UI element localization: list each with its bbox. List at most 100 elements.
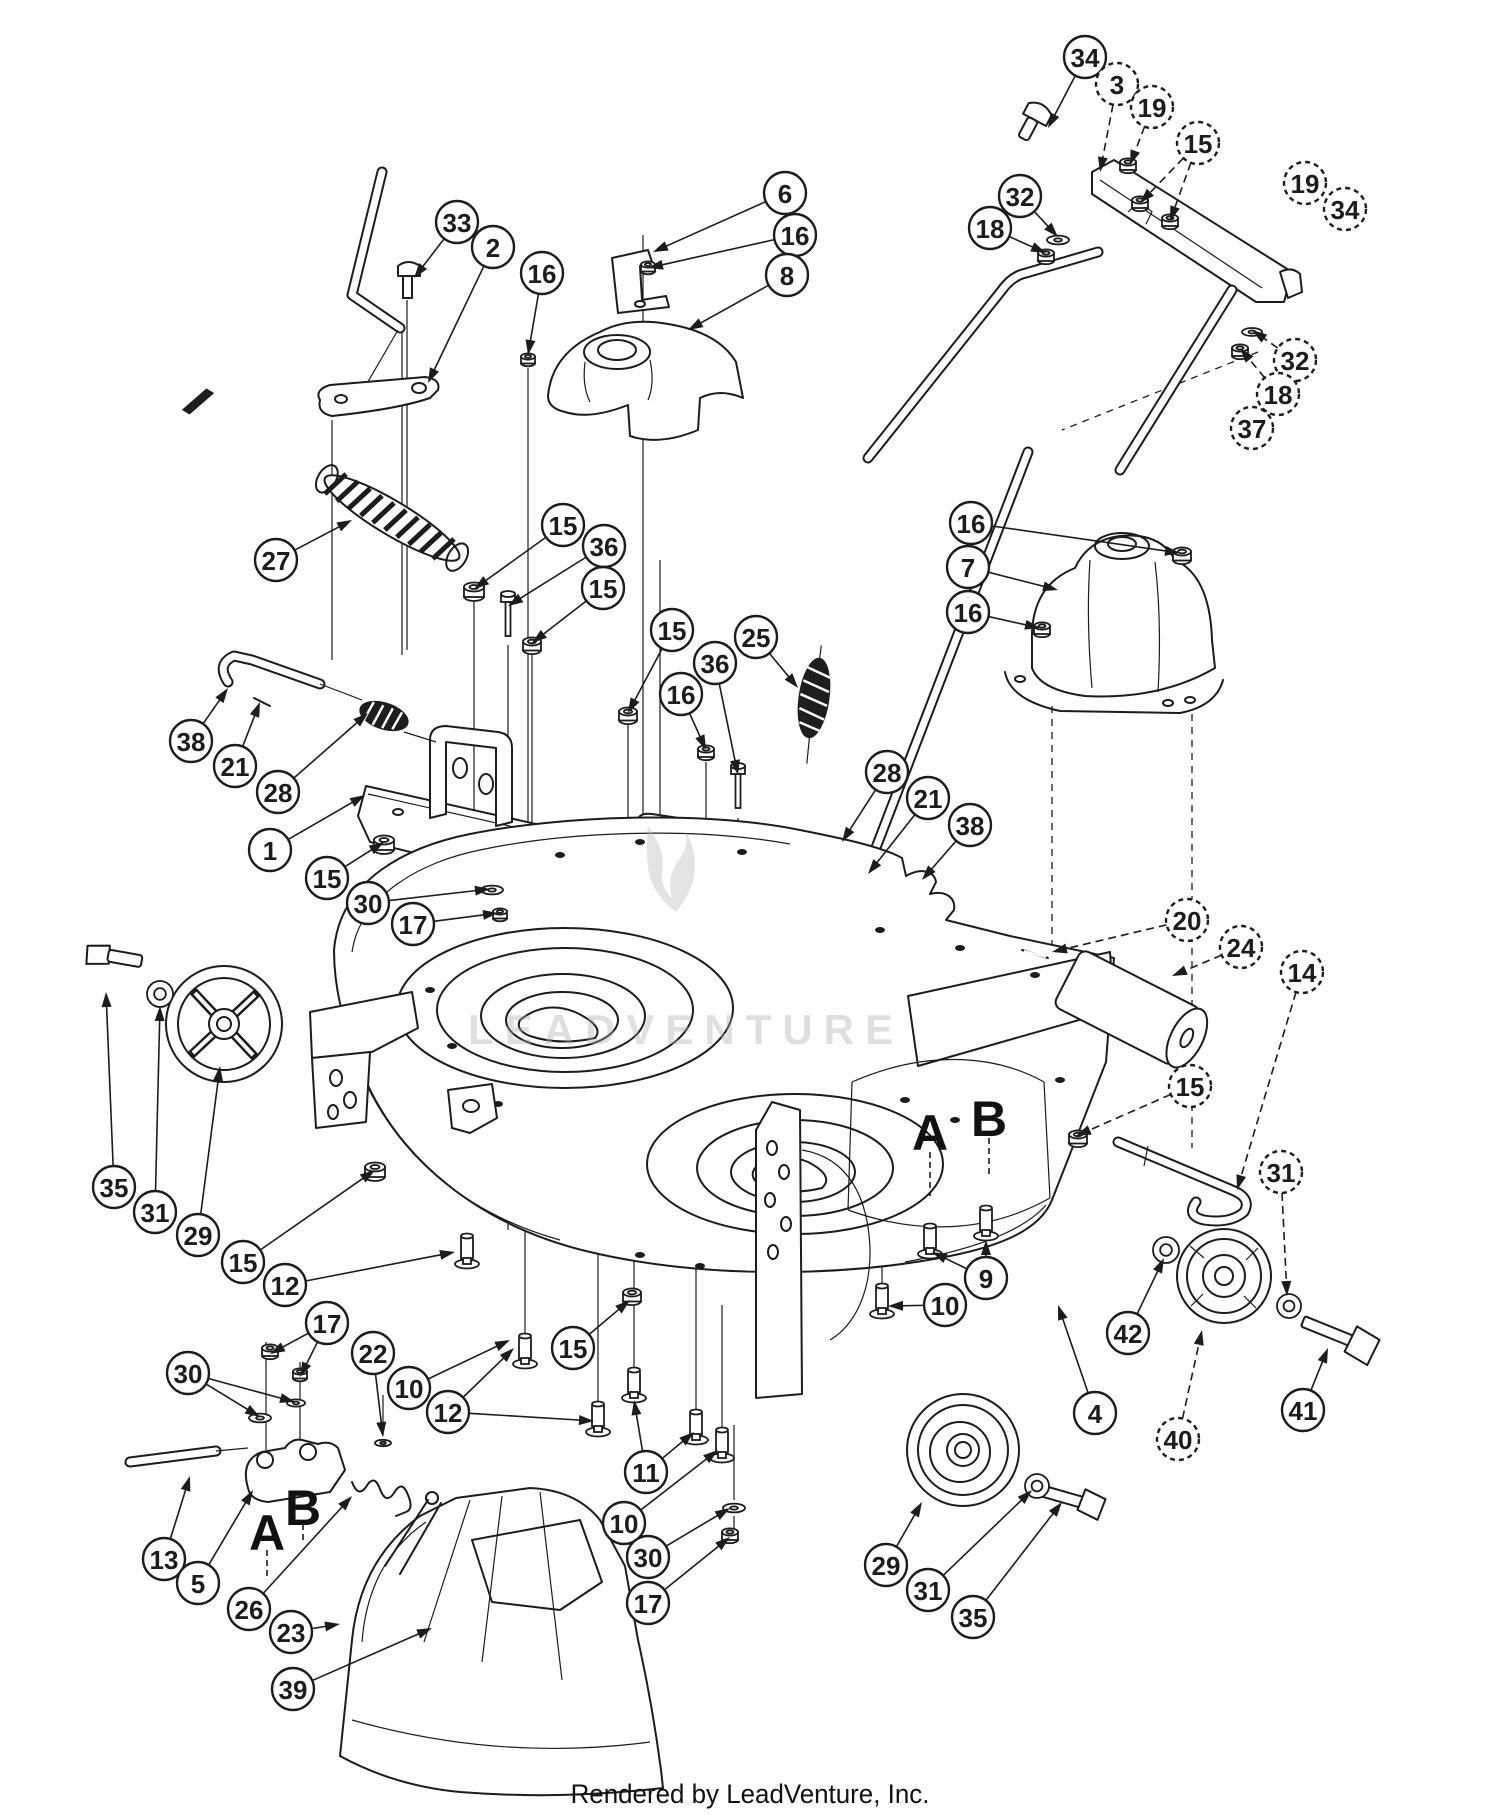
callout-30[interactable]: 30 [625,1534,671,1580]
callout-16[interactable]: 16 [772,212,818,258]
callout-31[interactable]: 31 [1258,1149,1304,1195]
callout-15[interactable]: 15 [540,502,586,548]
callout-15[interactable]: 15 [1175,120,1221,166]
callout-15[interactable]: 15 [304,855,350,901]
callout-16[interactable]: 16 [519,250,565,296]
callout-26[interactable]: 26 [226,1586,272,1632]
callout-17[interactable]: 17 [390,901,436,947]
svg-text:6: 6 [778,179,792,209]
boltv-glyph [621,1366,647,1404]
callout-19[interactable]: 19 [1129,84,1175,130]
callout-6[interactable]: 6 [762,170,808,216]
part-drawings [85,101,1381,1797]
callout-15[interactable]: 15 [550,1325,596,1371]
callout-8[interactable]: 8 [764,252,810,298]
callout-29[interactable]: 29 [175,1212,221,1258]
callout-40[interactable]: 40 [1155,1416,1201,1462]
callout-32[interactable]: 32 [997,173,1043,219]
callout-7[interactable]: 7 [945,544,991,590]
callout-5[interactable]: 5 [175,1560,221,1606]
callout-2[interactable]: 2 [470,224,516,270]
svg-text:31: 31 [914,1576,943,1606]
washer-glyph [722,1502,746,1514]
callout-28[interactable]: 28 [864,749,910,795]
callout-28[interactable]: 28 [255,769,301,815]
callout-14[interactable]: 14 [1279,949,1325,995]
callout-29[interactable]: 29 [863,1542,909,1588]
svg-text:25: 25 [742,623,771,653]
callout-24[interactable]: 24 [1218,924,1264,970]
svg-text:36: 36 [701,649,730,679]
callout-1[interactable]: 1 [247,827,293,873]
callout-30[interactable]: 30 [345,880,391,926]
callout-15[interactable]: 15 [580,565,626,611]
callout-38[interactable]: 38 [947,802,993,848]
callout-42[interactable]: 42 [1105,1310,1151,1356]
svg-text:18: 18 [1264,380,1293,410]
nut-glyph [1172,546,1192,566]
svg-text:35: 35 [100,1173,129,1203]
callout-16[interactable]: 16 [945,589,991,635]
spring-26 [351,1479,412,1517]
callout-15[interactable]: 15 [1167,1063,1213,1109]
callout-27[interactable]: 27 [253,537,299,583]
callout-15[interactable]: 15 [220,1239,266,1285]
callout-38[interactable]: 38 [168,718,214,764]
callout-41[interactable]: 41 [1280,1387,1326,1433]
callout-35[interactable]: 35 [91,1164,137,1210]
callout-12[interactable]: 12 [425,1389,471,1435]
callout-39[interactable]: 39 [270,1666,316,1712]
callout-12[interactable]: 12 [262,1262,308,1308]
callout-20[interactable]: 20 [1164,897,1210,943]
callout-17[interactable]: 17 [304,1300,350,1346]
section-letter-A: A [912,1105,948,1196]
callout-31[interactable]: 31 [905,1567,951,1613]
nut-glyph [1033,621,1051,639]
svg-text:15: 15 [589,574,618,604]
svg-text:30: 30 [634,1543,663,1573]
callout-13[interactable]: 13 [141,1536,187,1582]
handle-bail-tube [862,246,1238,476]
callout-15[interactable]: 15 [649,607,695,653]
callout-30[interactable]: 30 [165,1350,211,1396]
callout-34[interactable]: 34 [1062,34,1108,80]
callout-36[interactable]: 36 [692,640,738,686]
callout-4[interactable]: 4 [1072,1390,1118,1436]
callout-35[interactable]: 35 [950,1594,996,1640]
svg-text:28: 28 [264,778,293,808]
callout-10[interactable]: 10 [386,1365,432,1411]
callout-18[interactable]: 18 [1255,371,1301,417]
callout-25[interactable]: 25 [733,614,779,660]
callout-16[interactable]: 16 [948,500,994,546]
callout-21[interactable]: 21 [905,775,951,821]
callout-22[interactable]: 22 [350,1330,396,1376]
callout-34[interactable]: 34 [1322,186,1368,232]
callout-23[interactable]: 23 [268,1609,314,1655]
svg-text:5: 5 [191,1569,205,1599]
spindle-cover-7 [1004,532,1224,714]
callout-10[interactable]: 10 [601,1500,647,1546]
svg-text:16: 16 [667,680,696,710]
washer-glyph [374,1438,392,1448]
callout-19[interactable]: 19 [1282,160,1328,206]
callout-3[interactable]: 3 [1094,61,1140,107]
callout-18[interactable]: 18 [967,205,1013,251]
lift-shaft [1112,1136,1252,1227]
callout-11[interactable]: 11 [623,1449,669,1495]
boltt-glyph [500,590,516,637]
callout-33[interactable]: 33 [434,199,480,245]
callout-17[interactable]: 17 [625,1580,671,1626]
callout-21[interactable]: 21 [212,743,258,789]
left-gusset-bracket [309,991,419,1059]
callout-32[interactable]: 32 [1272,337,1318,383]
callout-36[interactable]: 36 [581,523,627,569]
callout-31[interactable]: 31 [132,1189,178,1235]
rendered-by-footer: Rendered by LeadVenture, Inc. [570,1779,930,1809]
boltv-glyph [709,1426,735,1464]
callout-37[interactable]: 37 [1229,405,1275,451]
shoulder-bolt-35-left [85,944,144,968]
ring-glyph [1276,1293,1302,1319]
callout-9[interactable]: 9 [963,1255,1009,1301]
callout-10[interactable]: 10 [922,1282,968,1328]
callout-16[interactable]: 16 [658,671,704,717]
